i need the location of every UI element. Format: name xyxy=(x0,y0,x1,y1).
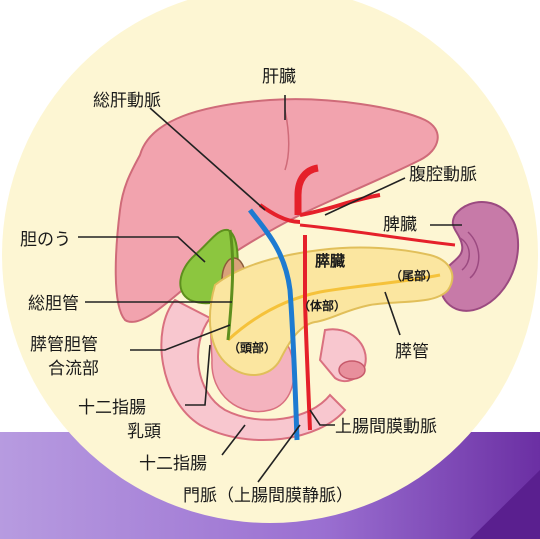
label-gallbladder: 胆のう xyxy=(20,230,71,250)
label-junction-line1: 膵管胆管 xyxy=(30,335,98,355)
label-liver: 肝臓 xyxy=(262,67,296,87)
label-pancreas: 膵臓 xyxy=(315,252,345,270)
label-portal-vein: 門脈（上腸間膜静脈） xyxy=(183,486,353,506)
label-celiac-artery: 腹腔動脈 xyxy=(409,165,477,185)
label-spleen: 脾臓 xyxy=(383,215,417,235)
jejunum-opening xyxy=(339,361,365,379)
label-common-hepatic-artery: 総肝動脈 xyxy=(93,91,161,111)
label-pancreatic-duct: 膵管 xyxy=(395,342,429,362)
label-common-bile-duct: 総胆管 xyxy=(28,294,79,314)
label-body: （体部） xyxy=(298,298,346,313)
label-tail: （尾部） xyxy=(390,268,438,283)
label-duodenum: 十二指腸 xyxy=(139,454,207,474)
label-papilla-line1: 十二指腸 xyxy=(78,398,146,418)
label-junction-line2: 合流部 xyxy=(48,359,99,379)
label-head: （頭部） xyxy=(228,340,276,355)
label-sma: 上腸間膜動脈 xyxy=(335,417,437,437)
label-papilla-line2: 乳頭 xyxy=(127,422,161,442)
